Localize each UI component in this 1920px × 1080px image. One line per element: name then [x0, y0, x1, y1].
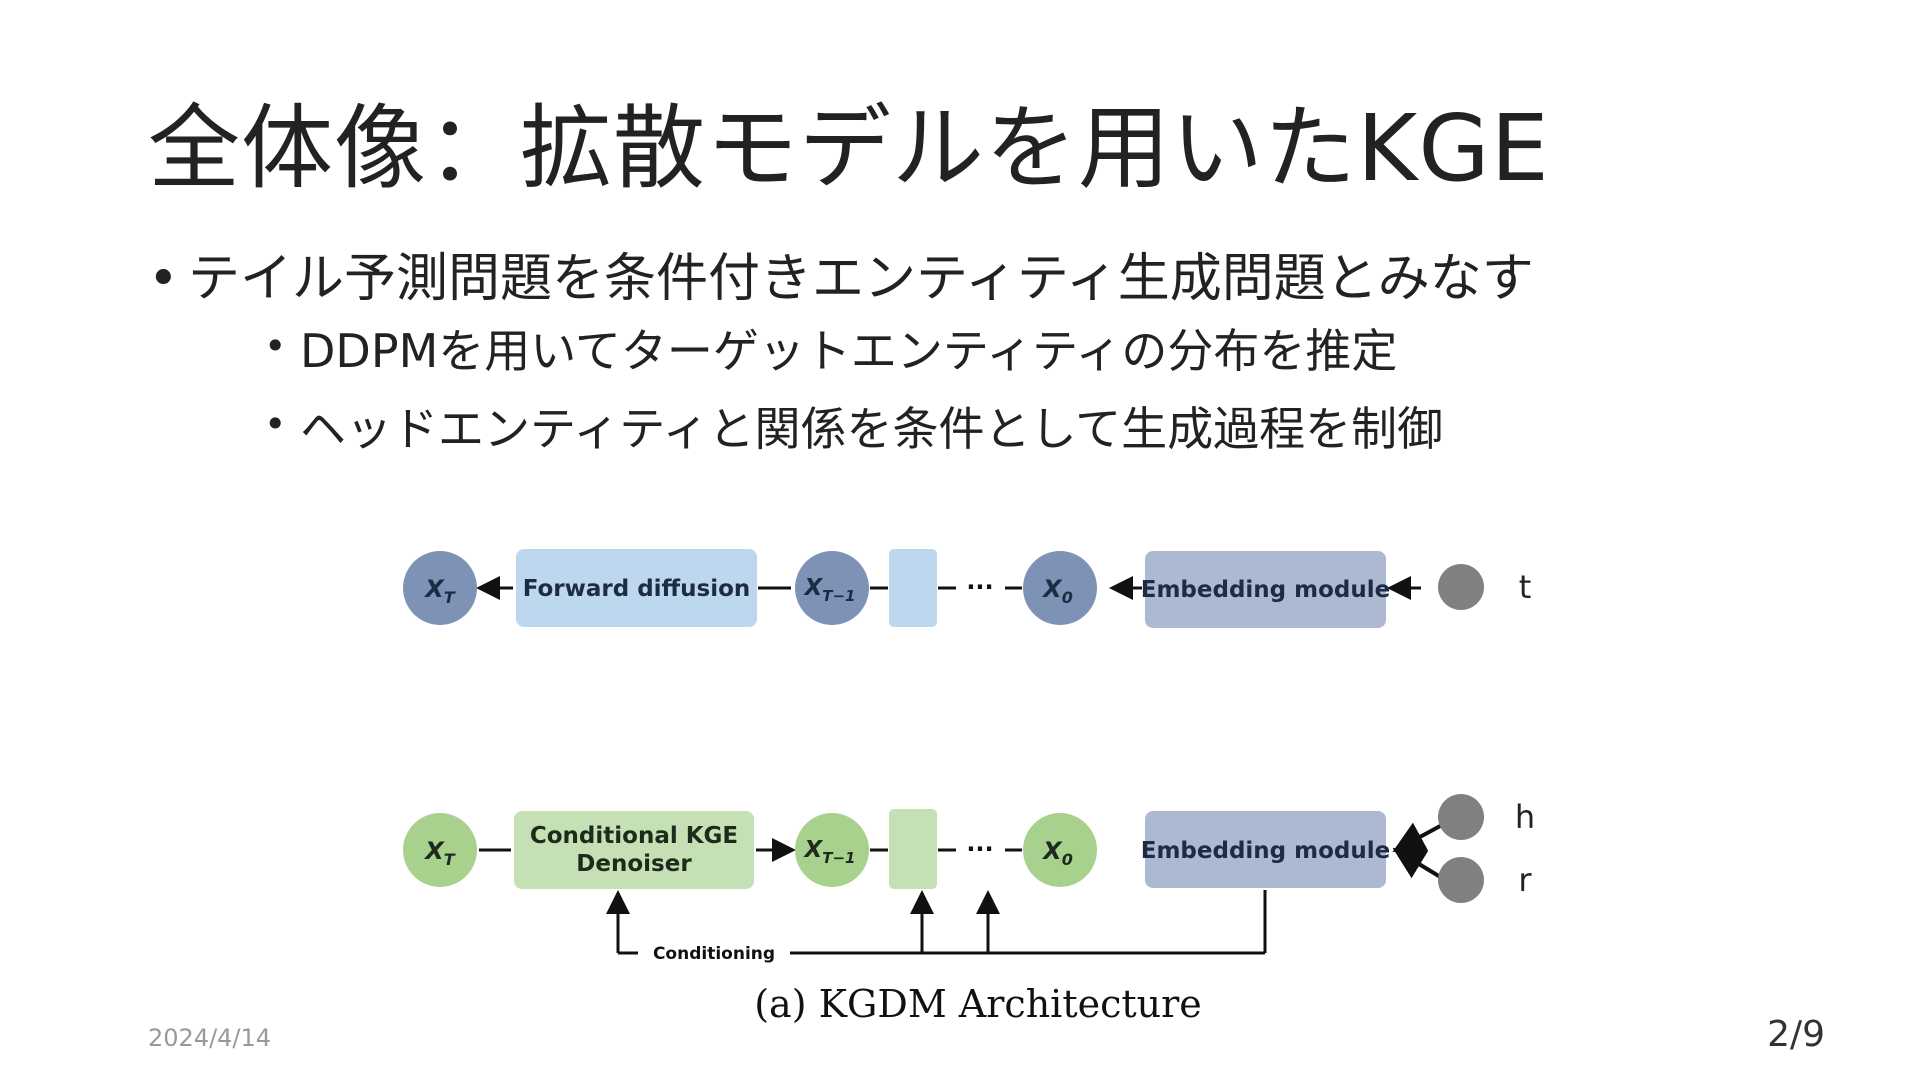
x0-node-bottom-label: X0 — [1041, 837, 1073, 869]
embedding-module-box-top — [1145, 551, 1386, 628]
xt1-node-top — [795, 551, 869, 625]
diagram-caption: (a) KGDM Architecture — [754, 982, 1202, 1026]
xt1-node-bottom — [795, 813, 869, 887]
conditioning-label: Conditioning — [653, 944, 775, 964]
page-number: 2/9 — [1767, 1014, 1825, 1055]
intermediate-box-bottom — [889, 809, 937, 889]
ellipsis-top: ··· — [966, 573, 993, 601]
sub-bullet-2: ヘッドエンティティと関係を条件として生成過程を制御 — [188, 402, 1534, 457]
intermediate-box-top — [889, 549, 937, 627]
xt-node-bottom — [403, 813, 477, 887]
forward-diffusion-box — [516, 549, 757, 627]
node-h-label: h — [1515, 798, 1535, 836]
xt-node-bottom-label: XT — [423, 837, 456, 869]
xt-node-top — [403, 551, 477, 625]
main-bullet: テイル予測問題を条件付きエンティティ生成問題とみなす DDPMを用いてターゲット… — [148, 248, 1534, 457]
ellipsis-bottom: ··· — [966, 835, 993, 863]
node-r-circle — [1438, 857, 1484, 903]
slide-title: 全体像：拡散モデルを用いたKGE — [148, 95, 1550, 202]
embedding-module-label-bottom: Embedding module — [1141, 838, 1391, 864]
conditional-kge-denoiser-box — [514, 811, 754, 889]
arrow-h-to-embed — [1392, 822, 1443, 852]
forward-diffusion-label: Forward diffusion — [523, 576, 751, 602]
denoiser-label-line1: Conditional KGE — [530, 823, 738, 849]
sub-bullet-1: DDPMを用いてターゲットエンティティの分布を推定 — [188, 324, 1534, 379]
node-h-circle — [1438, 794, 1484, 840]
denoiser-label-line2: Denoiser — [576, 851, 692, 877]
arrow-r-to-embed — [1392, 847, 1444, 880]
footer-date: 2024/4/14 — [148, 1024, 272, 1052]
x0-node-bottom — [1023, 813, 1097, 887]
embedding-module-label-top: Embedding module — [1141, 577, 1391, 603]
node-t-circle — [1438, 564, 1484, 610]
embedding-module-box-bottom — [1145, 811, 1386, 888]
xt1-node-bottom-label: XT−1 — [803, 837, 856, 867]
x0-node-top — [1023, 551, 1097, 625]
xt-node-top-label: XT — [423, 575, 456, 607]
x0-node-top-label: X0 — [1041, 575, 1073, 607]
kgdm-architecture-diagram: XT Forward diffusion XT−1 ··· X0 Embeddi… — [403, 549, 1535, 1026]
node-r-label: r — [1518, 861, 1532, 899]
sub-bullet-list: DDPMを用いてターゲットエンティティの分布を推定 ヘッドエンティティと関係を条… — [188, 324, 1534, 456]
xt1-node-top-label: XT−1 — [803, 575, 856, 605]
main-bullet-text: テイル予測問題を条件付きエンティティ生成問題とみなす — [188, 249, 1534, 309]
node-t-label: t — [1519, 568, 1532, 606]
bullet-list: テイル予測問題を条件付きエンティティ生成問題とみなす DDPMを用いてターゲット… — [148, 248, 1534, 479]
